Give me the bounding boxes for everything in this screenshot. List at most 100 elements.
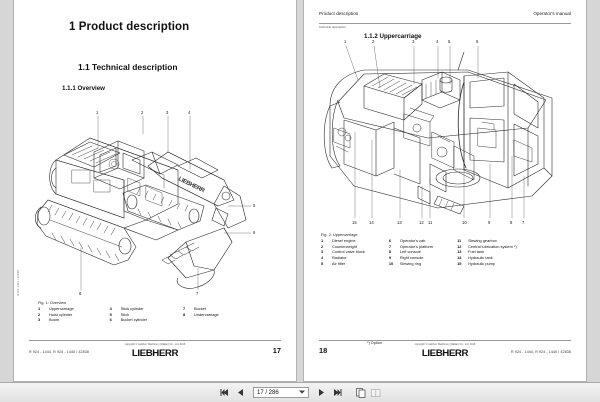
legend-number: 3 [38, 317, 41, 323]
section-title: 1.1 Technical description [78, 62, 178, 72]
legend-number: 5 [109, 311, 112, 317]
legend-label: Stick cylinder [120, 306, 144, 311]
legend-item: 5 Stick [109, 311, 147, 317]
legend-item: 13 Fuel tank [457, 250, 517, 254]
svg-text:12: 12 [419, 220, 424, 225]
legend-item: 9 Right console [388, 255, 433, 261]
legend-number: 5 [321, 260, 324, 266]
legend-item: 11 Slewing gearbox [457, 238, 517, 243]
legend-label: Stick [120, 311, 130, 317]
legend-label: Uppercarriage [49, 306, 74, 311]
legend-item: 3 Control valve block [321, 250, 365, 254]
facing-page-view-icon[interactable] [370, 387, 382, 399]
legend-label: Boom [49, 317, 60, 323]
legend-item: 1 Uppercarriage [38, 306, 74, 311]
legend-column: 1 Uppercarriage 2 Hoist cylinder 3 Boom [38, 306, 74, 323]
legend-number: 7 [388, 243, 392, 249]
legend-label: Operator's platform [399, 243, 434, 249]
legend-label: Counterweight [332, 243, 358, 249]
legend-item: 4 Radiator [321, 255, 365, 261]
legend-item: 5 Air filter [321, 260, 365, 266]
legend-item: 15 Hydraulic pump [457, 260, 517, 266]
footer-page-number: 18 [319, 346, 328, 355]
legend-item: 8 Left console [389, 250, 433, 254]
legend-number: 6 [388, 238, 392, 243]
viewer-toolbar: 17 / 286 [0, 382, 600, 402]
legend-item: 7 Operator's platform [388, 243, 434, 249]
svg-text:7: 7 [196, 291, 199, 296]
legend-number: 1 [38, 306, 41, 311]
page-side-code: R924-1444 / 42838 [17, 270, 20, 296]
legend-number: 12 [457, 243, 462, 249]
legend-label: Central lubrication system *) [468, 243, 517, 249]
legend-column: 7 Bucket 8 Undercarriage [183, 306, 219, 322]
legend-item: 6 Bucket cylinder [110, 318, 147, 322]
page-number-value: 17 / 286 [257, 389, 279, 396]
first-page-button[interactable] [218, 386, 231, 399]
footer-copyright: copyright © Liebherr Machinery (Dalian) … [124, 343, 186, 346]
page-area: 1 Product description 1.1 Technical desc… [14, 0, 586, 381]
legend-label: Bucket [194, 306, 206, 311]
legend-number: 10 [388, 260, 394, 266]
legend-label: Slewing ring [399, 260, 422, 266]
legend-item: 14 Hydraulic tank [457, 255, 517, 261]
pdf-page-left[interactable]: 1 Product description 1.1 Technical desc… [14, 0, 296, 381]
page-footer-right: 18 copyright © Liebherr Machinery (Dalia… [319, 340, 571, 363]
legend-item: 6 Operator's cab [388, 238, 433, 243]
svg-text:8: 8 [79, 291, 82, 296]
figure-caption-right: Fig. 2: Uppercarriage [321, 232, 358, 237]
legend-number: 11 [457, 238, 462, 243]
figure-legend-left: 1 Uppercarriage 2 Hoist cylinder 3 Boom [38, 306, 219, 323]
legend-label: Air filter [332, 260, 346, 266]
page-footer-left: R 924 - 1444, R 924 - 1440 / 42838 copyr… [29, 340, 281, 363]
svg-text:11: 11 [428, 220, 433, 225]
header-left-text: Product description [319, 11, 359, 16]
last-page-button[interactable] [331, 386, 344, 399]
chevron-down-icon[interactable] [299, 390, 306, 396]
page-number-input[interactable]: 17 / 286 [253, 387, 309, 398]
legend-label: Radiator [332, 255, 347, 261]
legend-number: 14 [457, 255, 462, 261]
legend-number: 7 [183, 306, 186, 311]
legend-item: 2 Hoist cylinder [38, 311, 74, 317]
legend-label: Control valve block [332, 249, 365, 255]
legend-number: 1 [321, 238, 324, 243]
figure-caption-left: Fig. 1: Overview [38, 300, 67, 305]
footer-model-code: R 924 - 1444, R 924 - 1440 / 42838 [511, 350, 571, 354]
legend-label: Undercarriage [194, 311, 219, 317]
figure-legend-right: 1 Diesel engine 2 Counterweight 3 Contro… [321, 238, 517, 266]
footer-page-number: 17 [272, 346, 281, 355]
figure-footnote: *) Option [367, 341, 382, 345]
legend-item: 4 Stick cylinder [109, 306, 147, 311]
legend-number: 3 [321, 249, 324, 255]
legend-label: Operator's cab [399, 238, 426, 243]
previous-page-button[interactable] [234, 386, 247, 399]
liebherr-logo: LIEBHERR [131, 348, 179, 358]
legend-number: 2 [38, 311, 41, 317]
header-subtitle: Technical description [319, 25, 346, 29]
svg-text:3: 3 [412, 39, 415, 44]
legend-column: 1 Diesel engine 2 Counterweight 3 Contro… [321, 238, 365, 266]
svg-text:1: 1 [344, 39, 347, 44]
legend-item: 2 Counterweight [321, 243, 365, 249]
single-page-view-icon[interactable] [355, 387, 367, 399]
svg-text:1: 1 [96, 110, 99, 115]
legend-label: Slewing gearbox [468, 238, 497, 243]
pdf-page-right[interactable]: Product description Operator's manual Te… [304, 0, 586, 381]
legend-number: 15 [457, 260, 462, 266]
legend-label: Hydraulic tank [468, 255, 493, 261]
svg-text:8: 8 [510, 220, 513, 225]
legend-number: 8 [183, 311, 186, 317]
svg-text:2: 2 [372, 39, 375, 44]
next-page-button[interactable] [315, 386, 328, 399]
legend-label: Diesel engine [332, 238, 356, 243]
svg-text:LIEBHERR: LIEBHERR [177, 176, 206, 194]
legend-number: 4 [109, 306, 112, 311]
svg-text:10: 10 [462, 220, 467, 225]
legend-number: 9 [388, 255, 392, 261]
legend-column: 4 Stick cylinder 5 Stick 6 Bucket cylind… [109, 306, 147, 322]
svg-text:14: 14 [369, 220, 374, 225]
